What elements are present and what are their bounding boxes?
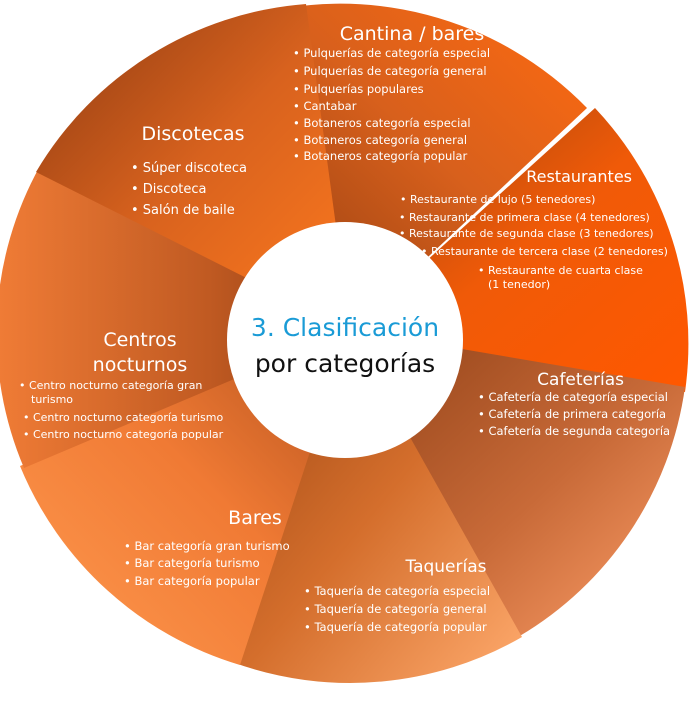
cantina-title: Cantina / bares xyxy=(340,23,485,45)
taquerias-item: • Taquería de categoría popular xyxy=(304,620,487,634)
cantina-item: • Botaneros categoría general xyxy=(293,133,467,147)
restaurantes-item: • Restaurante de cuarta clase xyxy=(478,264,643,277)
centros-item: • Centro nocturno categoría gran xyxy=(19,379,202,392)
taquerias-item: • Taquería de categoría general xyxy=(304,602,487,616)
centros-item: • Centro nocturno categoría turismo xyxy=(23,411,223,424)
cantina-item: • Pulquerías de categoría general xyxy=(293,64,487,78)
restaurantes-item: • Restaurante de lujo (5 tenedores) xyxy=(400,193,595,206)
bares-item: • Bar categoría gran turismo xyxy=(124,539,290,553)
cafeterias-item: • Cafetería de categoría especial xyxy=(478,390,668,404)
cafeterias-title: Cafeterías xyxy=(537,370,624,390)
cafeterias-item: • Cafetería de segunda categoría xyxy=(478,424,670,438)
cantina-item: • Botaneros categoría popular xyxy=(293,149,468,163)
segment-centros xyxy=(0,166,350,468)
discotecas-item: • Discoteca xyxy=(131,182,207,197)
centros-item: • Centro nocturno categoría popular xyxy=(23,428,224,441)
restaurantes-item: • Restaurante de tercera clase (2 tenedo… xyxy=(421,245,668,258)
center-circle xyxy=(227,222,463,458)
cantina-item: • Pulquerías de categoría especial xyxy=(293,46,490,60)
restaurantes-item: (1 tenedor) xyxy=(488,278,550,291)
cantina-item: • Pulquerías populares xyxy=(293,82,424,96)
cantina-item: • Botaneros categoría especial xyxy=(293,116,471,130)
taquerias-item: • Taquería de categoría especial xyxy=(304,584,490,598)
bares-title: Bares xyxy=(228,507,282,529)
bares-item: • Bar categoría turismo xyxy=(124,556,260,570)
bares-item: • Bar categoría popular xyxy=(124,574,260,588)
discotecas-item: • Súper discoteca xyxy=(131,161,247,176)
discotecas-title: Discotecas xyxy=(141,123,244,145)
centros-title: nocturnos xyxy=(93,354,188,376)
restaurantes-item: • Restaurante de primera clase (4 tenedo… xyxy=(399,211,650,224)
centros-title: Centros xyxy=(103,329,176,351)
center-title-line1: 3. Clasificación xyxy=(251,313,439,342)
restaurantes-title: Restaurantes xyxy=(526,167,632,186)
restaurantes-item: • Restaurante de segunda clase (3 tenedo… xyxy=(399,227,654,240)
center-title-line2: por categorías xyxy=(255,349,435,378)
discotecas-item: • Salón de baile xyxy=(131,203,235,218)
cafeterias-item: • Cafetería de primera categoría xyxy=(478,407,666,421)
taquerias-title: Taquerías xyxy=(405,557,487,577)
centros-item: turismo xyxy=(31,393,73,406)
cantina-item: • Cantabar xyxy=(293,99,357,113)
segment-taquerias xyxy=(232,330,522,683)
